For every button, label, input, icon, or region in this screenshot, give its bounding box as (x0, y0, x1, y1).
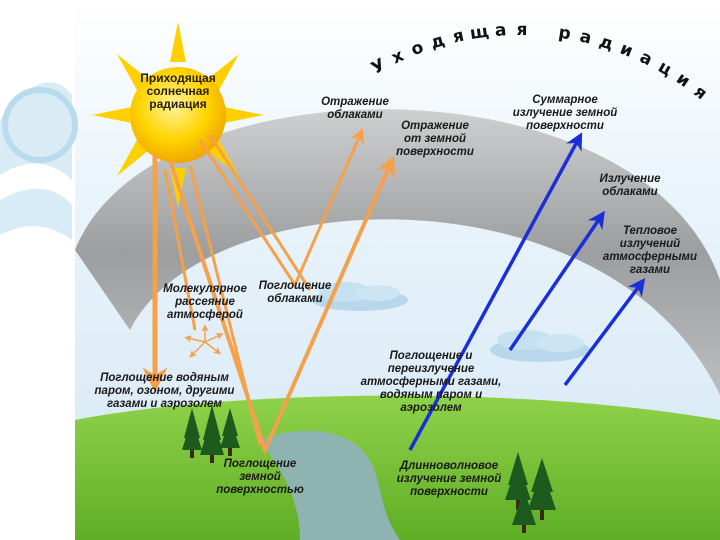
label-surface-absorption: Поглощение земной поверхностью (205, 458, 315, 497)
title-letter: а (494, 20, 507, 41)
label-absorption-reemission: Поглощение и переизлучение атмосферными … (345, 350, 517, 415)
label-absorption-gases: Поглощение водяным паром, озоном, другим… (82, 372, 247, 411)
label-atm-thermal-emission: Тепловое излучений атмосферными газами (598, 225, 702, 277)
label-incoming-solar: Приходящая солнечная радиация (130, 72, 226, 111)
label-total-earth-emission: Суммарное излучение земной поверхности (500, 94, 630, 133)
trees-left (182, 405, 240, 463)
label-cloud-emission: Излучение облаками (580, 173, 680, 199)
label-cloud-absorption: Поглощение облаками (250, 280, 340, 306)
label-cloud-reflection: Отражение облаками (305, 96, 405, 122)
label-molecular-scattering: Молекулярное рассеяние атмосферой (150, 283, 260, 322)
left-margin-strip (0, 0, 72, 540)
title-letter: я (517, 20, 528, 40)
title-letter: щ (469, 22, 491, 44)
label-surface-reflection: Отражение от земной поверхности (385, 120, 485, 159)
label-longwave-emission: Длинноволновое излучение земной поверхно… (385, 460, 513, 499)
